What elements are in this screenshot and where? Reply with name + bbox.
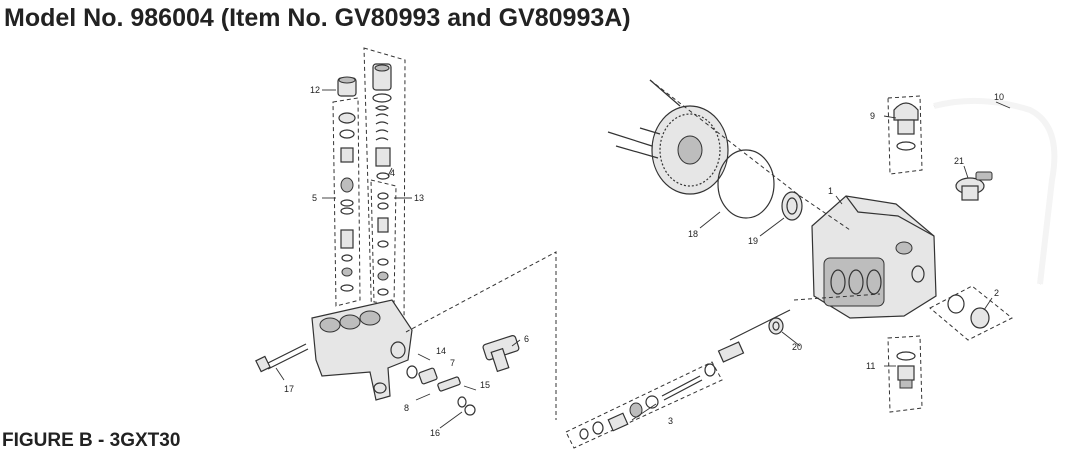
diagram-title: Model No. 986004 (Item No. GV80993 and G… [4, 4, 631, 32]
callout-8: 8 [404, 403, 409, 413]
callout-2: 2 [994, 288, 999, 298]
callout-20: 20 [792, 342, 802, 352]
part-18-o-ring [717, 149, 775, 219]
part-19-seal [781, 191, 803, 221]
part-21-valve [955, 171, 993, 201]
parts-small-fittings [406, 365, 476, 416]
callout-14: 14 [436, 346, 446, 356]
part-9-cap [887, 95, 923, 175]
part-17-bolt [255, 343, 309, 373]
callout-labels: 1 2 3 4 5 6 7 8 9 10 11 12 13 14 15 16 1… [284, 85, 1004, 438]
alignment-lines [405, 79, 881, 420]
part-2-cover [929, 285, 1013, 341]
leader-lines [275, 89, 1011, 429]
callout-7: 7 [450, 358, 455, 368]
callout-10: 10 [994, 92, 1004, 102]
part-6-tee [482, 335, 520, 373]
callout-18: 18 [688, 229, 698, 239]
callout-3: 3 [668, 416, 673, 426]
part-5-valve-stack [332, 97, 361, 307]
part-1-crankcase [811, 195, 937, 319]
part-12-cap [337, 76, 357, 97]
callout-1: 1 [828, 186, 833, 196]
gear-flange [607, 79, 729, 195]
callout-12: 12 [310, 85, 320, 95]
callout-17: 17 [284, 384, 294, 394]
callout-4: 4 [390, 168, 395, 178]
callout-21: 21 [954, 156, 964, 166]
callout-11: 11 [866, 361, 875, 371]
part-20-washer [768, 317, 784, 335]
callout-15: 15 [480, 380, 490, 390]
manifold-head [311, 299, 413, 401]
callout-16: 16 [430, 428, 440, 438]
figure-caption: FIGURE B - 3GXT30 [2, 430, 181, 451]
part-3-piston-assembly [565, 309, 791, 449]
callout-9: 9 [870, 111, 875, 121]
part-10-hose [933, 97, 1058, 285]
callout-13: 13 [414, 193, 424, 203]
part-13-valve-stack [363, 47, 406, 331]
part-11-plug [887, 335, 923, 413]
callout-5: 5 [312, 193, 317, 203]
callout-19: 19 [748, 236, 758, 246]
callout-6: 6 [524, 334, 529, 344]
